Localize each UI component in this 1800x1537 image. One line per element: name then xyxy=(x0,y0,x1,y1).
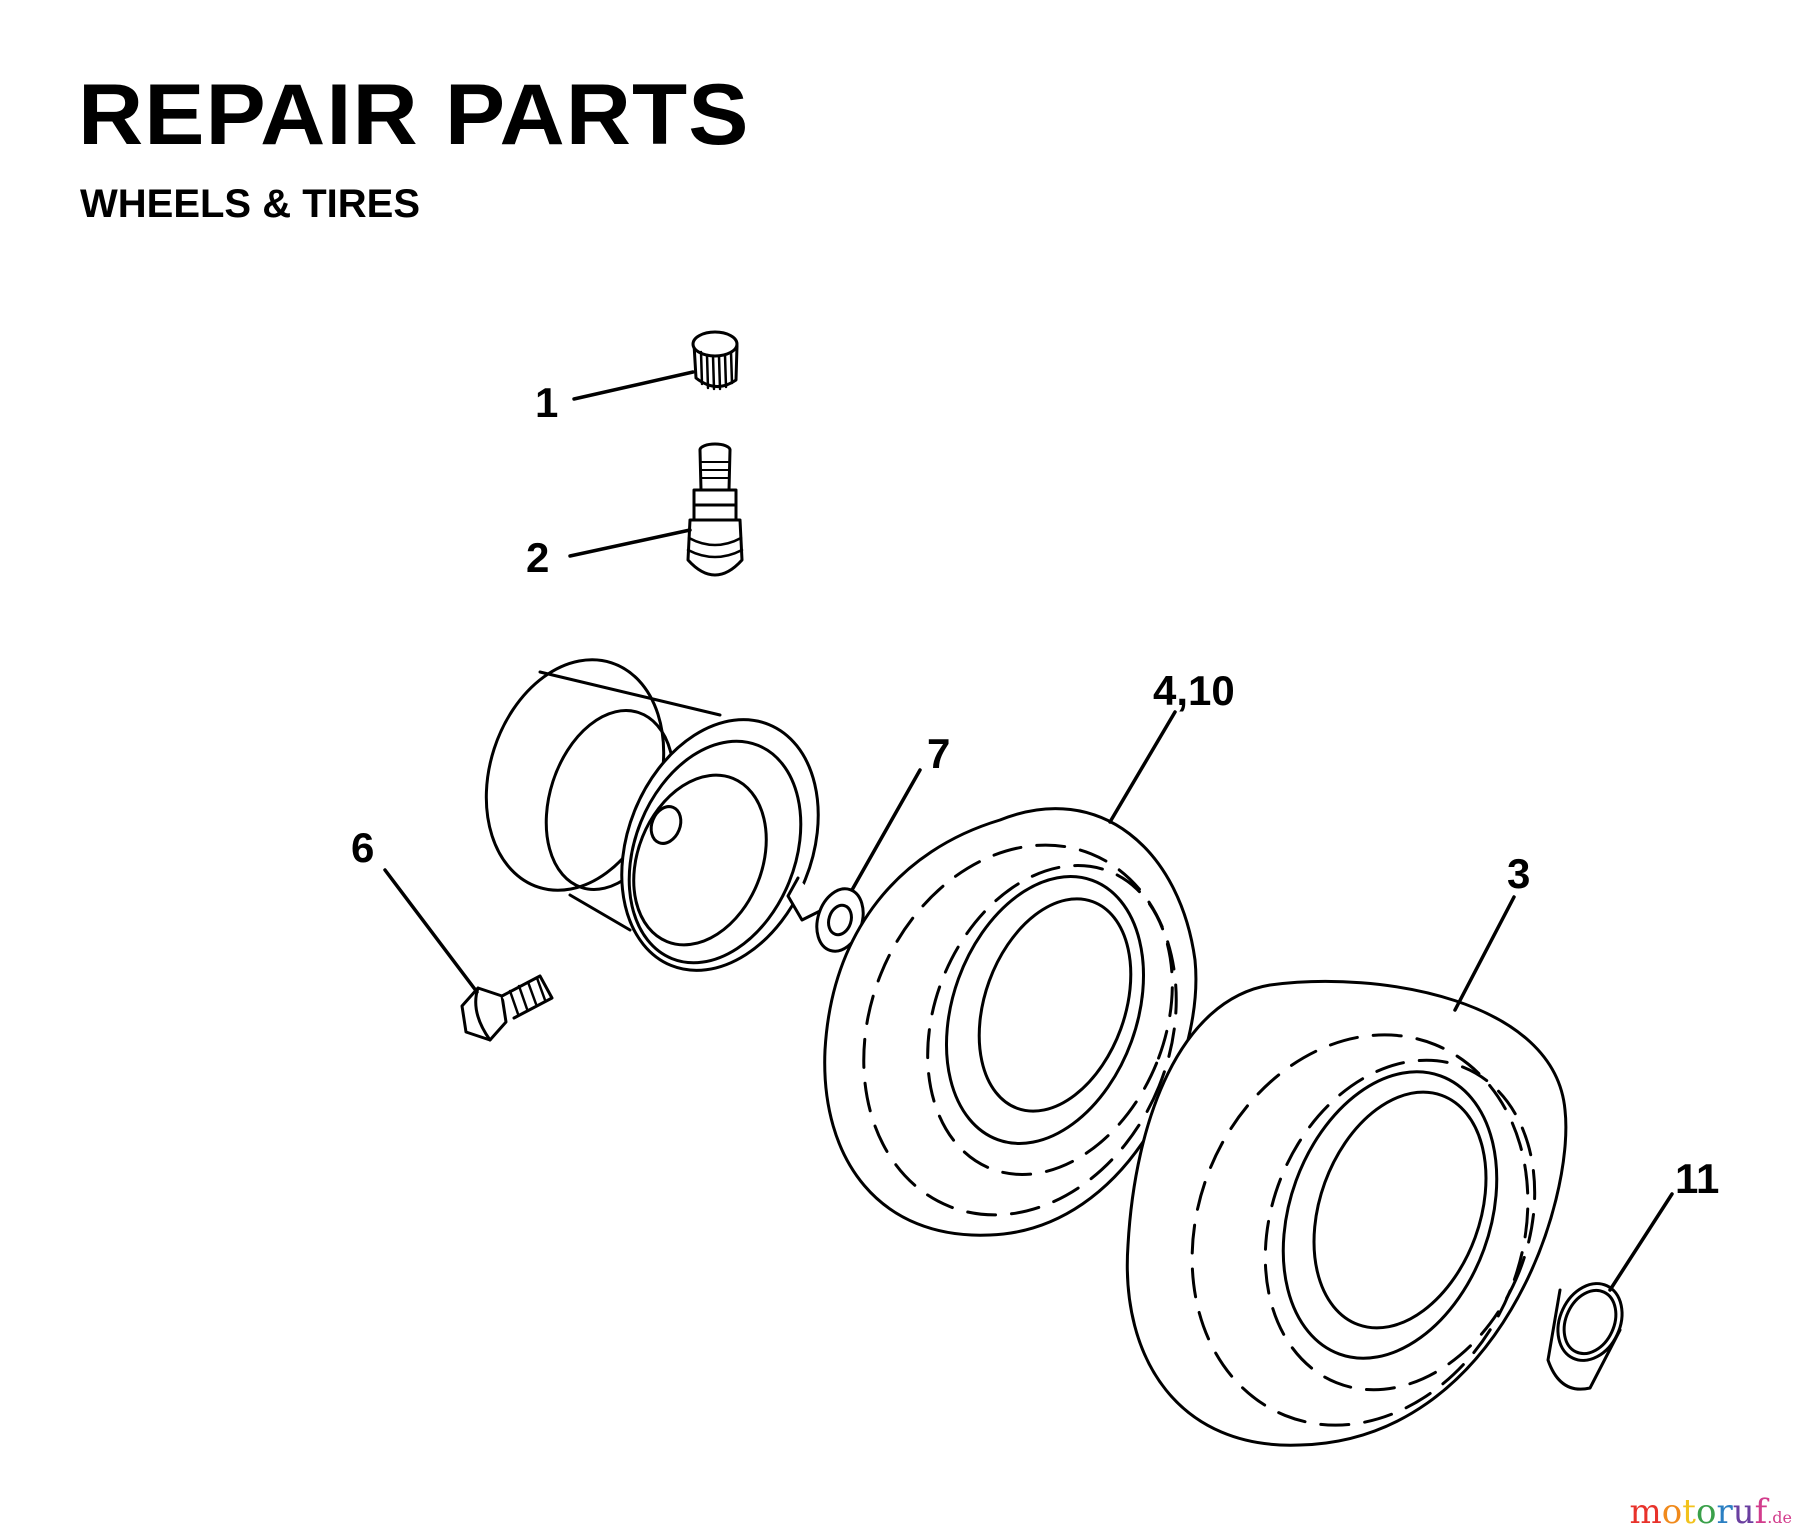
wheel-rim-part xyxy=(484,658,820,972)
page-subtitle: WHEELS & TIRES xyxy=(80,182,421,226)
callout-11: 11 xyxy=(1675,1155,1719,1202)
watermark-suffix: .de xyxy=(1767,1508,1792,1527)
tire-front-part xyxy=(823,807,1198,1237)
sleeve-bushing-part xyxy=(1546,1282,1624,1391)
callout-1: 1 xyxy=(535,379,558,426)
leader-line-11 xyxy=(1608,1192,1674,1292)
leader-line-7 xyxy=(850,768,922,892)
callout-4-10: 4,10 xyxy=(1153,667,1235,714)
bolt-part xyxy=(460,974,554,1042)
tire-rear-part xyxy=(1125,979,1568,1447)
leader-line-4-10 xyxy=(1108,710,1177,824)
watermark-logo: motoruf.de xyxy=(1630,1495,1792,1529)
page-title: REPAIR PARTS xyxy=(78,67,750,163)
callout-7: 7 xyxy=(927,730,950,777)
callout-6: 6 xyxy=(351,824,374,871)
valve-stem-part xyxy=(686,442,744,577)
leader-line-2 xyxy=(568,528,692,558)
leader-line-1 xyxy=(572,370,695,401)
valve-cap-part xyxy=(691,330,739,391)
leader-line-3 xyxy=(1453,895,1516,1012)
leader-line-6 xyxy=(383,868,479,994)
callout-2: 2 xyxy=(526,534,549,581)
watermark-text: motoruf xyxy=(1629,1492,1768,1532)
callout-3: 3 xyxy=(1507,850,1530,897)
leader-lines xyxy=(383,370,1674,1292)
flange-bushing-part xyxy=(786,876,865,953)
